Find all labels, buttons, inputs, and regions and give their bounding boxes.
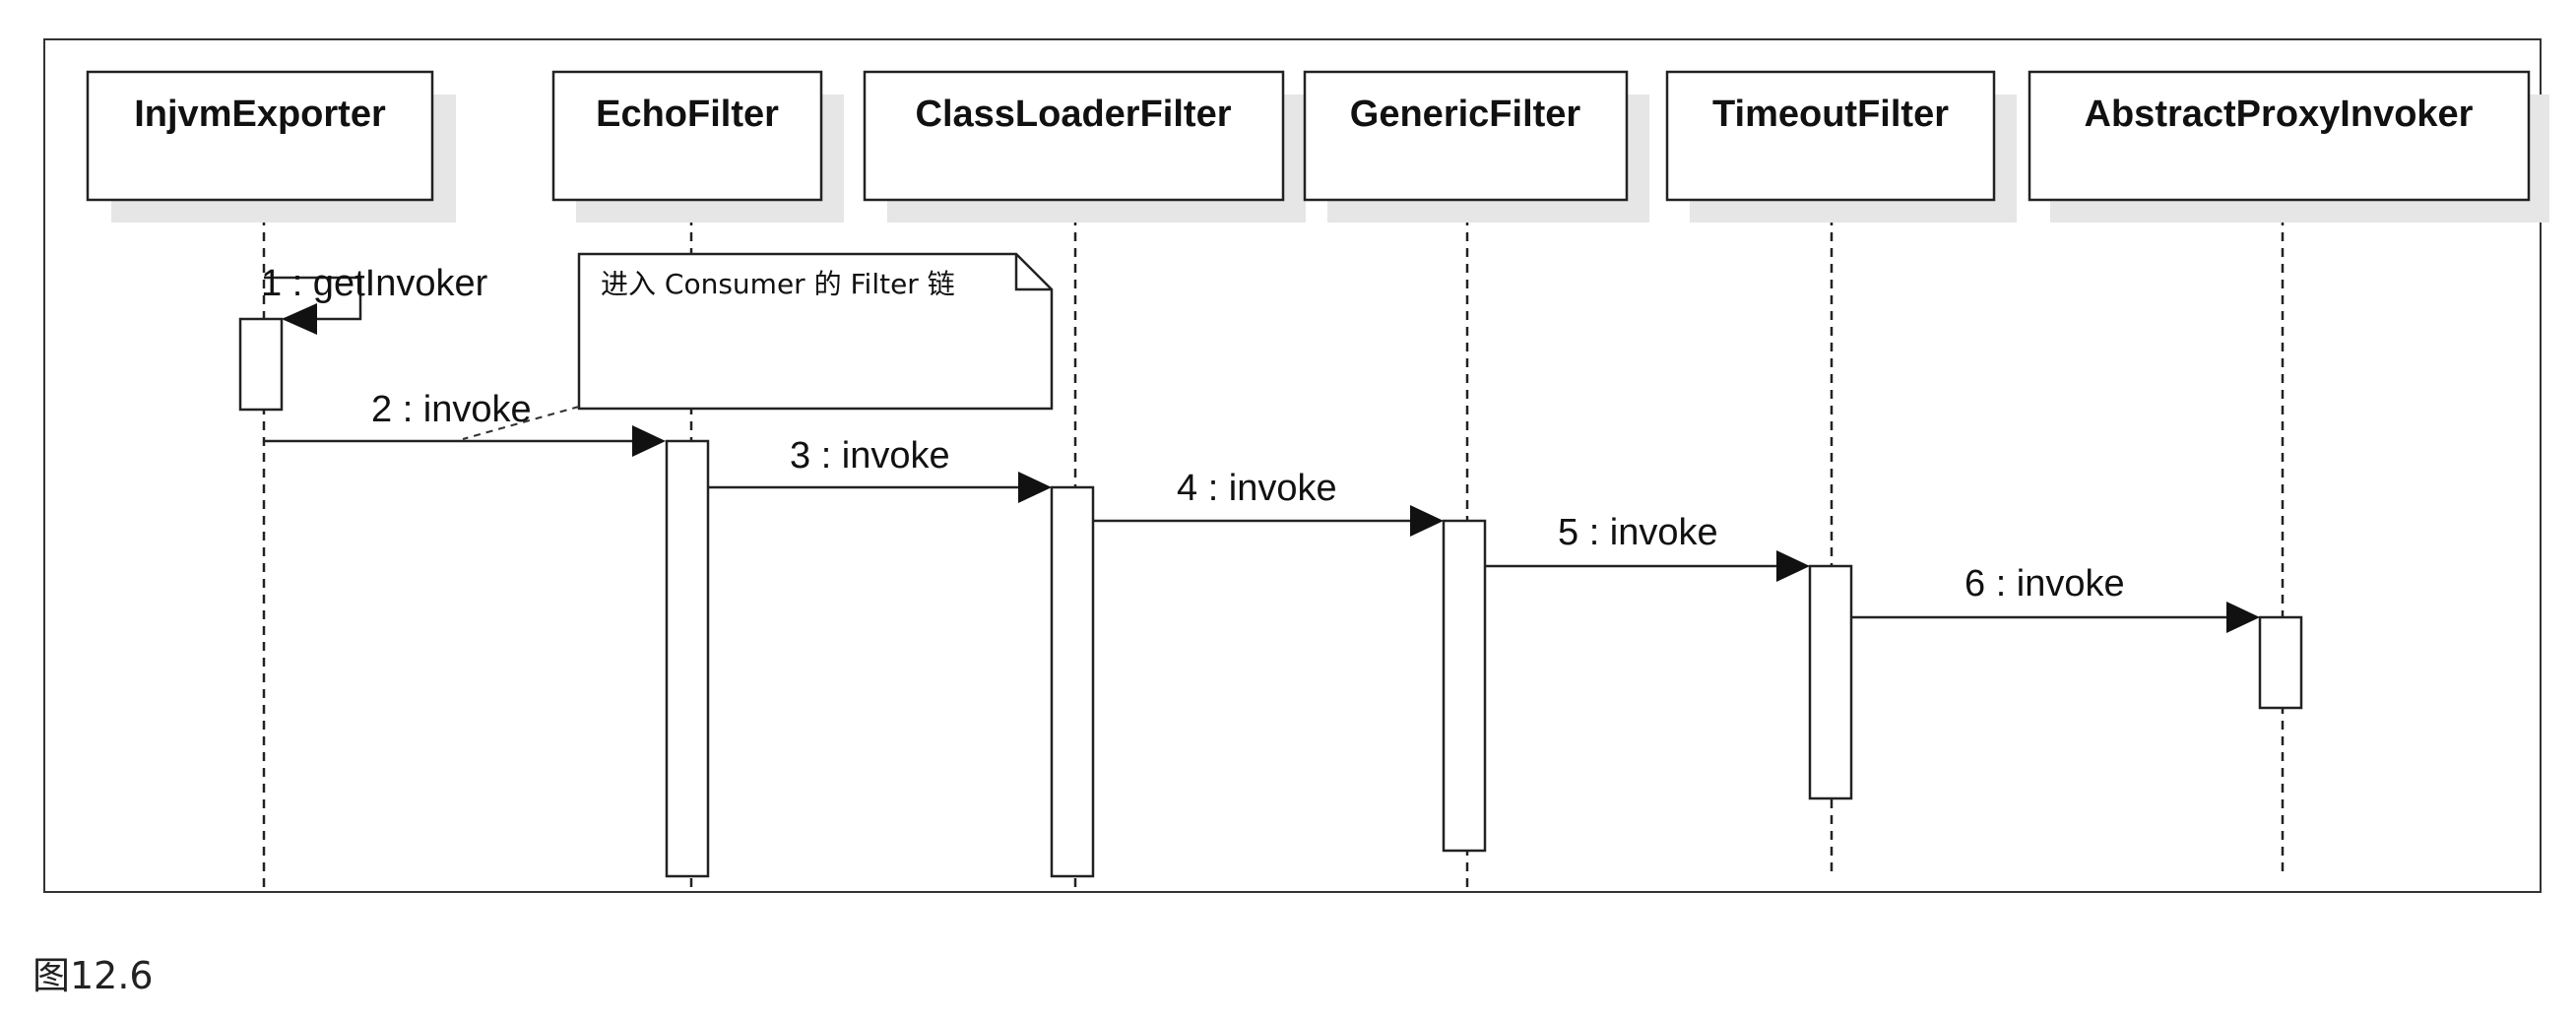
message-5: 5 : invoke [1485, 512, 1810, 582]
activation-injvm [238, 317, 284, 412]
message-1: 1 : getInvoker [261, 263, 488, 335]
participant-timeout: TimeoutFilter [1665, 70, 2017, 223]
participant-label: TimeoutFilter [1712, 94, 1949, 135]
participant-injvm: InjvmExporter [86, 70, 456, 223]
message-2: 2 : invoke [264, 389, 666, 457]
message-label: 4 : invoke [1177, 468, 1337, 509]
message-label: 5 : invoke [1558, 512, 1718, 553]
activation-timeout [1808, 564, 1853, 800]
participant-echo: EchoFilter [551, 70, 844, 223]
message-3: 3 : invoke [708, 435, 1052, 503]
message-label: 1 : getInvoker [261, 263, 488, 304]
activation-echo [665, 439, 710, 878]
participant-label: AbstractProxyInvoker [2085, 94, 2474, 135]
message-6: 6 : invoke [1851, 563, 2260, 633]
participant-label: InjvmExporter [134, 94, 386, 135]
figure-caption: 图12.6 [32, 954, 154, 997]
activation-proxy [2258, 615, 2303, 710]
message-label: 6 : invoke [1964, 563, 2125, 604]
message-label: 2 : invoke [371, 389, 532, 430]
message-4: 4 : invoke [1093, 468, 1444, 537]
participant-label: ClassLoaderFilter [916, 94, 1232, 135]
participant-proxy: AbstractProxyInvoker [2028, 70, 2549, 223]
participant-generic: GenericFilter [1303, 70, 1649, 223]
note: 进入 Consumer 的 Filter 链 [462, 252, 1054, 440]
activation-generic [1442, 519, 1487, 853]
participant-classloader: ClassLoaderFilter [863, 70, 1306, 223]
participant-label: EchoFilter [596, 94, 779, 135]
activation-classloader [1050, 485, 1095, 878]
participant-label: GenericFilter [1350, 94, 1581, 135]
note-text: 进入 Consumer 的 Filter 链 [601, 268, 955, 300]
message-label: 3 : invoke [790, 435, 950, 477]
